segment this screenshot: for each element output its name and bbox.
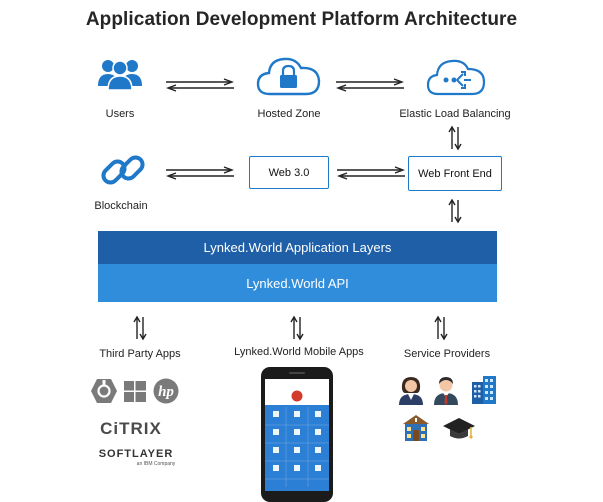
graduation-cap-icon xyxy=(442,416,476,442)
svg-text:hp: hp xyxy=(158,384,174,400)
arrows-elb-webfrontend xyxy=(448,125,462,151)
application-layers-band: Lynked.World Application Layers xyxy=(98,231,497,264)
web3-box: Web 3.0 xyxy=(249,156,329,189)
web-front-end-box: Web Front End xyxy=(408,156,502,191)
hosted-zone-label: Hosted Zone xyxy=(257,108,321,120)
svg-text:SOFTLAYER: SOFTLAYER xyxy=(99,448,174,460)
service-providers-label: Service Providers xyxy=(403,348,491,360)
third-party-apps-label: Third Party Apps xyxy=(99,348,181,360)
citrix-logo: CiTRIX xyxy=(98,418,164,438)
arrows-api-service xyxy=(434,315,448,341)
windows-logo-icon xyxy=(124,381,146,402)
blockchain-label: Blockchain xyxy=(94,200,148,212)
cloud-lock-icon xyxy=(256,54,322,98)
arrows-hostedzone-elb xyxy=(336,78,404,92)
service-school-icon xyxy=(401,414,431,442)
mobile-phone-mockup xyxy=(261,367,333,502)
chain-link-icon xyxy=(98,145,148,195)
service-woman-icon xyxy=(397,375,425,405)
api-band: Lynked.World API xyxy=(98,264,497,302)
service-man-icon xyxy=(432,375,460,405)
users-icon xyxy=(98,56,142,91)
arrows-web3-webfrontend xyxy=(337,166,405,180)
elb-label: Elastic Load Balancing xyxy=(399,108,511,120)
softlayer-logo: SOFTLAYER an IBM Company xyxy=(90,446,182,468)
arrows-api-mobile xyxy=(290,315,304,341)
arrows-api-thirdparty xyxy=(133,315,147,341)
users-label: Users xyxy=(105,108,135,120)
hp-logo-icon: hp xyxy=(153,378,179,404)
mobile-apps-label: Lynked.World Mobile Apps xyxy=(234,346,364,358)
service-buildings-icon xyxy=(470,374,498,404)
arrows-blockchain-web3 xyxy=(166,166,234,180)
arrows-users-hostedzone xyxy=(166,78,234,92)
svg-text:CiTRIX: CiTRIX xyxy=(100,419,162,438)
diagram-title: Application Development Platform Archite… xyxy=(85,9,518,30)
svg-text:an IBM Company: an IBM Company xyxy=(137,461,176,467)
arrows-webfrontend-layers xyxy=(448,198,462,224)
load-balancer-cloud-icon xyxy=(426,56,486,98)
hexagon-logo-icon xyxy=(90,378,118,404)
